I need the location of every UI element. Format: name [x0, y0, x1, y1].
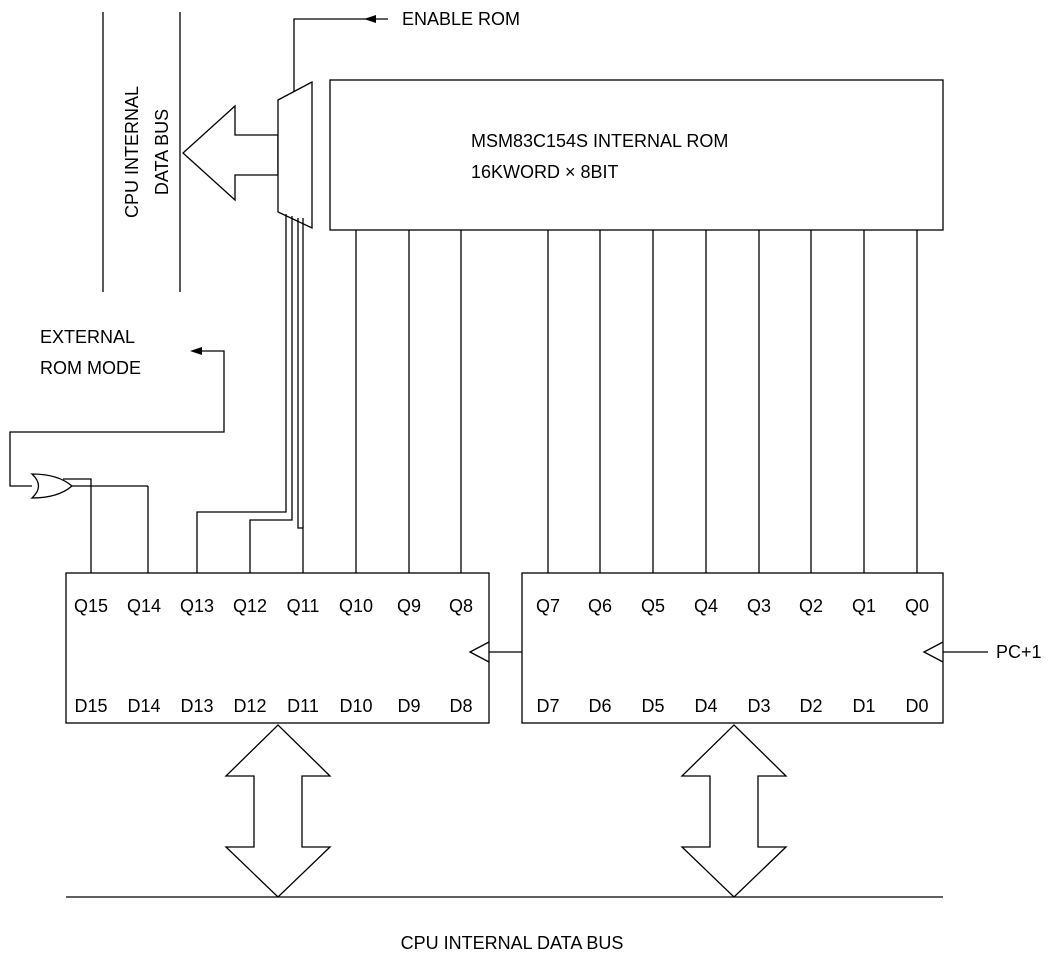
pin-label-q12: Q12	[233, 596, 267, 616]
address-lines	[355, 230, 918, 573]
high-counter-q-labels: Q15 Q14 Q13 Q12 Q11 Q10 Q9 Q8	[74, 596, 473, 616]
pin-label-d8: D8	[449, 696, 472, 716]
pin-label-q2: Q2	[799, 596, 823, 616]
pin-label-q8: Q8	[449, 596, 473, 616]
svg-text:CPU INTERNAL: CPU INTERNAL	[122, 86, 142, 218]
pin-label-d10: D10	[339, 696, 372, 716]
pin-label-d2: D2	[799, 696, 822, 716]
low-counter-q-labels: Q7 Q6 Q5 Q4 Q3 Q2 Q1 Q0	[536, 596, 929, 616]
pin-label-d6: D6	[588, 696, 611, 716]
pin-label-q3: Q3	[747, 596, 771, 616]
pin-label-d14: D14	[127, 696, 160, 716]
pin-label-d9: D9	[397, 696, 420, 716]
high-address-counter	[65, 572, 490, 724]
pin-label-q6: Q6	[588, 596, 612, 616]
low-counter-d-labels: D7 D6 D5 D4 D3 D2 D1 D0	[536, 696, 928, 716]
pin-label-d12: D12	[233, 696, 266, 716]
high-counter-clock-input	[468, 641, 490, 663]
pin-label-q0: Q0	[905, 596, 929, 616]
or-gate-inputs	[63, 478, 149, 573]
low-counter-bus-arrow	[680, 724, 788, 898]
low-address-counter	[521, 572, 944, 724]
pc-plus-1-label: PC+1	[996, 642, 1042, 662]
low-counter-clock-input	[922, 641, 944, 663]
pin-label-q13: Q13	[180, 596, 214, 616]
pin-label-d4: D4	[694, 696, 717, 716]
pin-label-d13: D13	[180, 696, 213, 716]
pin-label-q5: Q5	[641, 596, 665, 616]
pin-label-q9: Q9	[397, 596, 421, 616]
rom-output-mux	[277, 80, 313, 230]
enable-rom-label: ENABLE ROM	[402, 9, 520, 29]
mux-select-lines	[196, 214, 304, 573]
enable-rom-signal	[293, 15, 388, 92]
pin-label-q11: Q11	[287, 596, 320, 616]
pin-label-d0: D0	[905, 696, 928, 716]
pin-label-d15: D15	[74, 696, 107, 716]
high-counter-bus-arrow	[224, 724, 332, 898]
internal-rom-block	[329, 79, 944, 231]
external-rom-mode-signal	[9, 347, 225, 487]
pin-label-d11: D11	[287, 696, 319, 716]
cpu-data-bus-vertical	[102, 12, 181, 292]
external-rom-mode-label-line2: ROM MODE	[40, 358, 141, 378]
rom-output-bus-arrow	[182, 104, 279, 202]
pin-label-d7: D7	[536, 696, 559, 716]
pin-label-q4: Q4	[694, 596, 718, 616]
pin-label-q14: Q14	[127, 596, 161, 616]
pin-label-d1: D1	[852, 696, 875, 716]
external-rom-mode-label-line1: EXTERNAL	[40, 327, 135, 347]
rom-title: MSM83C154S INTERNAL ROM	[471, 131, 728, 151]
pin-label-q10: Q10	[339, 596, 373, 616]
cpu-data-bus-vertical-label: CPU INTERNAL DATA BUS	[122, 86, 172, 218]
svg-text:DATA BUS: DATA BUS	[152, 109, 172, 195]
pin-label-q1: Q1	[852, 596, 876, 616]
high-counter-d-labels: D15 D14 D13 D12 D11 D10 D9 D8	[74, 696, 472, 716]
pin-label-d5: D5	[641, 696, 664, 716]
or-gate	[30, 473, 73, 499]
cpu-data-bus-bottom-label: CPU INTERNAL DATA BUS	[401, 933, 624, 953]
rom-size: 16KWORD × 8BIT	[471, 162, 619, 182]
pin-label-q15: Q15	[74, 596, 108, 616]
pin-label-d3: D3	[747, 696, 770, 716]
pin-label-q7: Q7	[536, 596, 560, 616]
